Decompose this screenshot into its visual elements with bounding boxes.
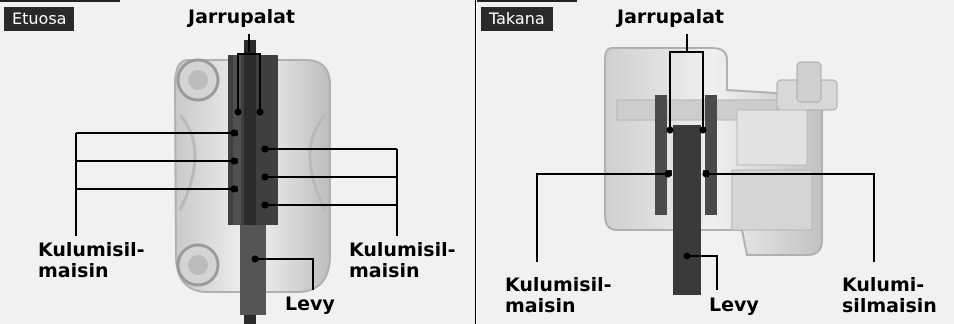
rear-wear-indicator-right-label: Kulumi- silmaisin — [842, 274, 937, 317]
front-wear-indicator-right-label: Kulumisil- maisin — [349, 239, 456, 282]
rear-tag: Takana — [481, 7, 553, 31]
top-border — [0, 0, 120, 2]
front-tag: Etuosa — [4, 7, 75, 31]
front-caliper-illustration — [75, 34, 398, 324]
rear-wear-indicator-left-label: Kulumisil- maisin — [505, 274, 612, 317]
front-wear-indicator-left-label: Kulumisil- maisin — [38, 239, 145, 282]
rear-caliper-illustration — [536, 34, 875, 295]
rear-brake-panel: Takana Jarrupalat Kulumisil- maisin Levy… — [477, 0, 954, 324]
rear-pads-label: Jarrupalat — [617, 6, 724, 28]
front-brake-panel: Etuosa Jarrupalat Kulumisil- maisin Kulu… — [0, 0, 476, 324]
top-border — [477, 0, 577, 2]
rear-disc-label: Levy — [709, 294, 759, 316]
front-disc-label: Levy — [285, 293, 335, 315]
front-pads-label: Jarrupalat — [188, 6, 295, 28]
